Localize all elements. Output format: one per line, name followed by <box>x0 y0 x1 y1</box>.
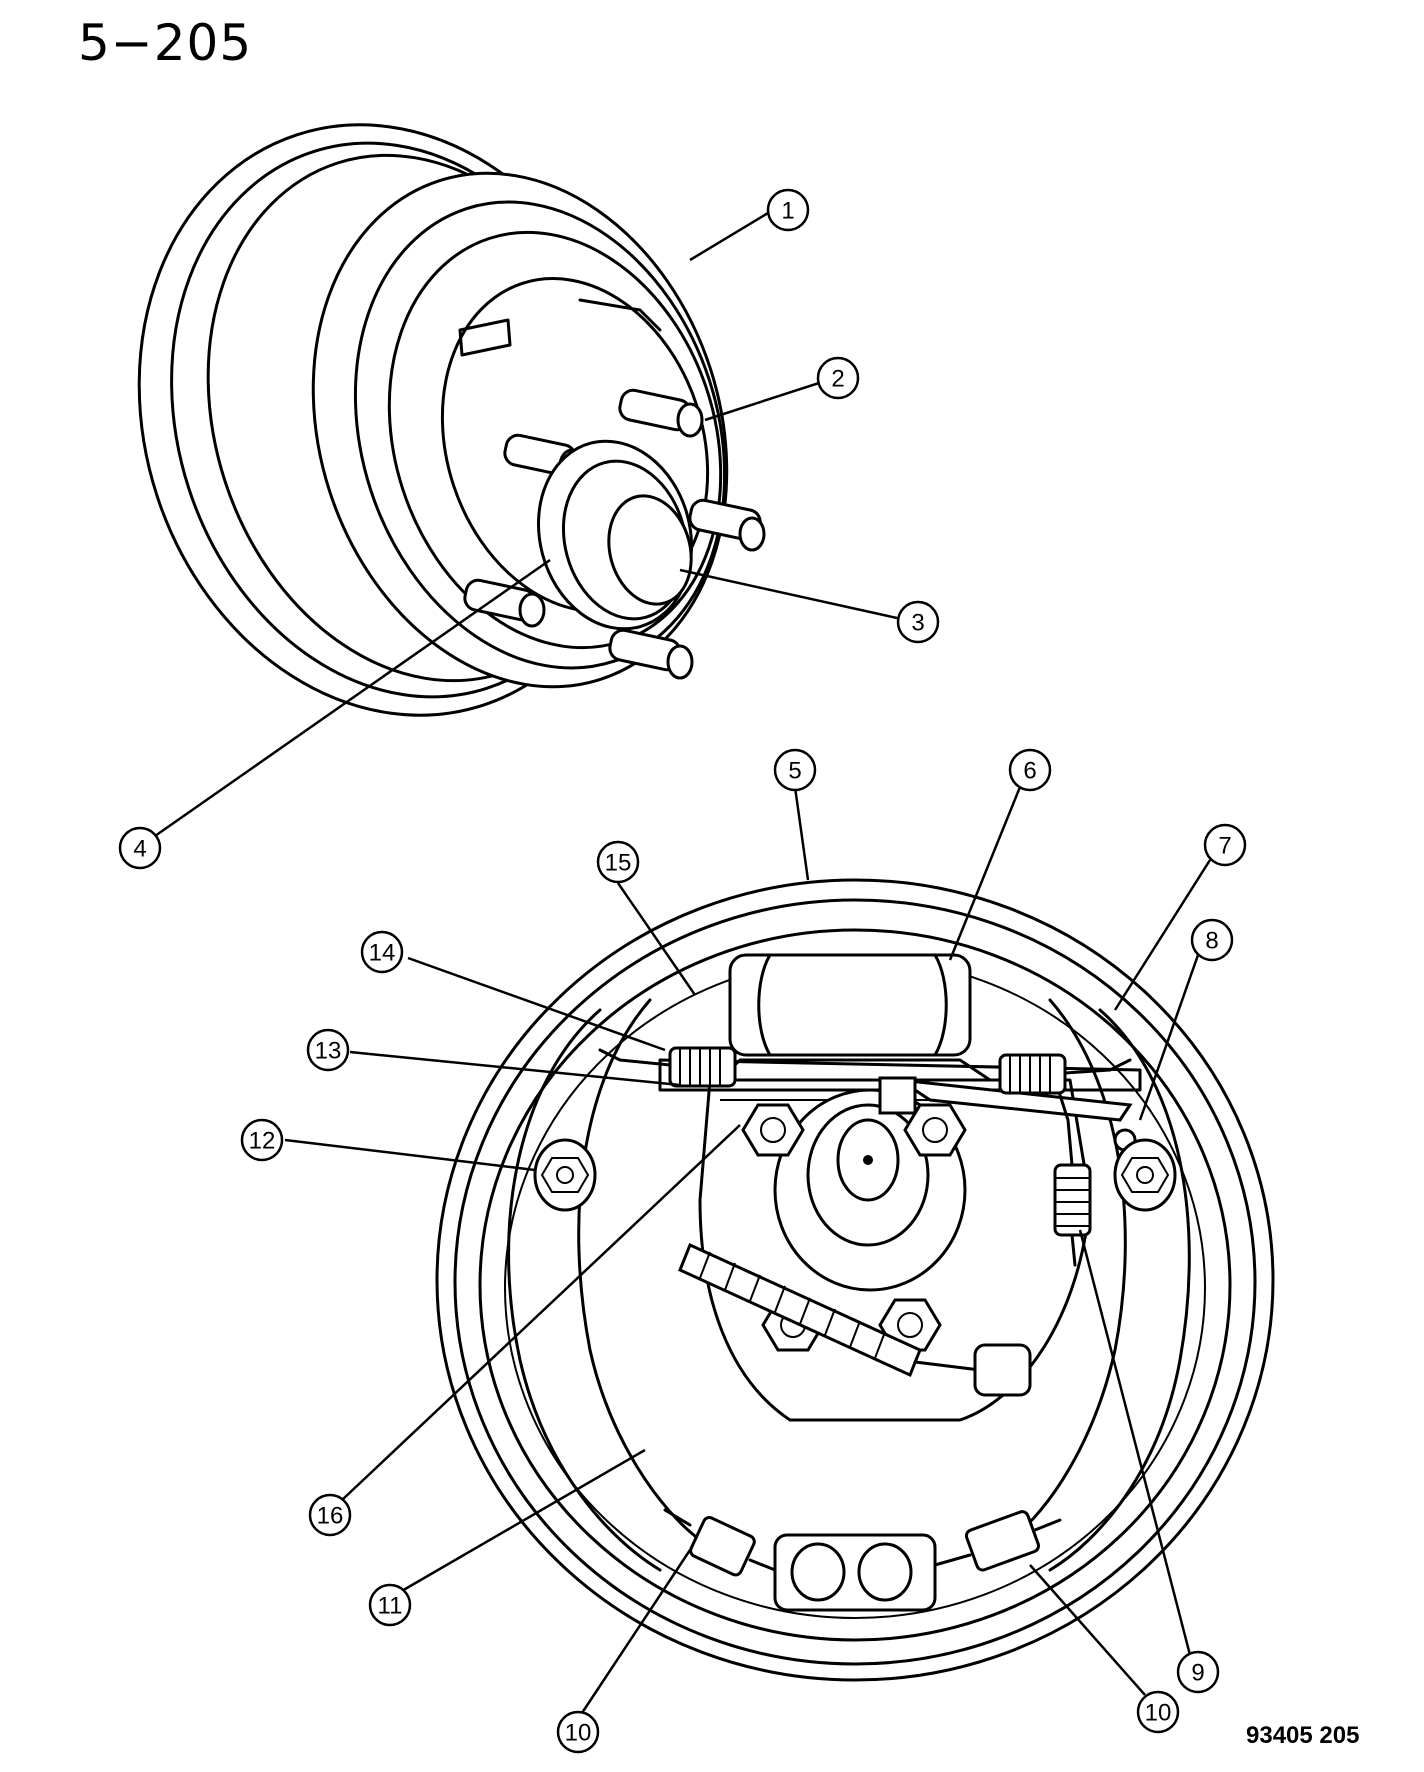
callout-16: 16 <box>308 1493 352 1537</box>
callout-11: 11 <box>368 1583 412 1627</box>
return-springs-upper <box>598 1046 1132 1095</box>
page-number: 5−205 <box>78 14 253 72</box>
wheel-stud <box>608 628 694 680</box>
callout-2: 2 <box>816 356 860 400</box>
hold-down-springs <box>533 1138 1177 1212</box>
svg-text:11: 11 <box>378 1593 403 1620</box>
svg-text:8: 8 <box>1205 928 1218 955</box>
return-spring <box>663 1508 777 1577</box>
svg-text:14: 14 <box>369 940 396 967</box>
svg-text:9: 9 <box>1191 1660 1204 1687</box>
diagram-code: 93405 205 <box>1246 1722 1360 1749</box>
svg-text:10: 10 <box>1145 1700 1172 1727</box>
leader-lines <box>154 208 1212 1717</box>
svg-text:7: 7 <box>1218 833 1231 860</box>
strut-spring <box>678 1242 1032 1397</box>
hold-down-spring <box>533 1138 597 1212</box>
callout-14: 14 <box>360 930 404 974</box>
svg-text:12: 12 <box>249 1128 276 1155</box>
callout-8: 8 <box>1190 918 1234 962</box>
svg-text:4: 4 <box>133 836 146 863</box>
wheel-stud <box>618 388 704 438</box>
callout-10-left: 10 <box>556 1710 600 1754</box>
svg-text:6: 6 <box>1023 758 1036 785</box>
callout-12: 12 <box>240 1118 284 1162</box>
hub-bolt <box>741 1103 805 1157</box>
hub-bolt <box>903 1103 967 1157</box>
svg-text:10: 10 <box>565 1720 592 1747</box>
wheel-cylinder <box>718 953 992 1082</box>
return-spring <box>998 1053 1132 1095</box>
adjuster-screw <box>773 1533 937 1612</box>
return-springs-lower <box>663 1508 1062 1577</box>
svg-text:13: 13 <box>315 1038 342 1065</box>
hub-cap <box>536 439 694 631</box>
svg-text:16: 16 <box>317 1503 344 1530</box>
wheel-stud <box>688 498 766 552</box>
svg-text:1: 1 <box>781 198 794 225</box>
return-spring <box>933 1510 1062 1572</box>
callouts: 1 2 3 4 5 6 7 8 9 10 10 11 12 13 14 15 1… <box>118 188 1247 1754</box>
svg-text:5: 5 <box>788 758 801 785</box>
callout-4: 4 <box>118 826 162 870</box>
wheel-studs <box>463 388 766 680</box>
callout-5: 5 <box>773 748 817 792</box>
callout-6: 6 <box>1008 748 1052 792</box>
svg-text:2: 2 <box>831 366 844 393</box>
svg-text:3: 3 <box>911 610 924 637</box>
callout-9: 9 <box>1176 1650 1220 1694</box>
callout-13: 13 <box>306 1028 350 1072</box>
wheel-stud <box>463 578 546 628</box>
svg-text:15: 15 <box>605 850 632 877</box>
callout-7: 7 <box>1203 823 1247 867</box>
callout-10-right: 10 <box>1136 1690 1180 1734</box>
return-spring <box>598 1046 737 1088</box>
callout-15: 15 <box>596 840 640 884</box>
hold-down-spring <box>1113 1138 1177 1212</box>
brake-shoes <box>507 998 1191 1572</box>
adjuster-spring <box>1053 1093 1092 1267</box>
callout-3: 3 <box>896 600 940 644</box>
callout-1: 1 <box>766 188 810 232</box>
